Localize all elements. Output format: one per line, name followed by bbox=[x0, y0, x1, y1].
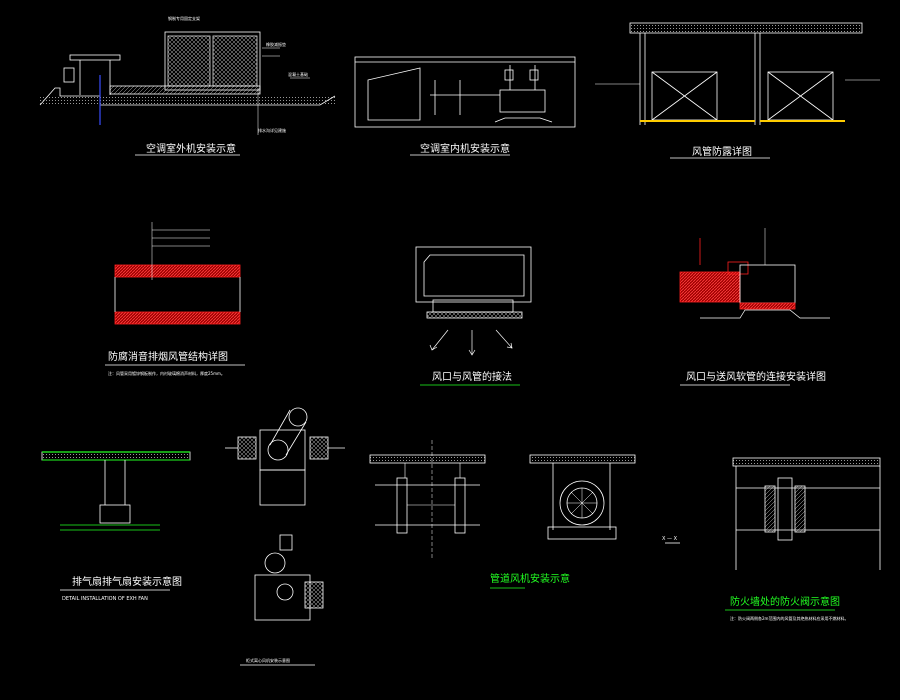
outdoor-callout-c: 排水沟详见建施 bbox=[258, 127, 286, 133]
axial-fan-view bbox=[529, 454, 680, 544]
duct-wall-bottom bbox=[114, 311, 241, 325]
exhaust-fan-box bbox=[99, 504, 131, 524]
diffuser-title: 风口与风管的接法 bbox=[432, 370, 512, 383]
outdoor-canopy bbox=[69, 54, 121, 61]
firedamper-wall bbox=[777, 477, 793, 541]
cabinet-inlet bbox=[237, 436, 257, 460]
indoor-duct-frame bbox=[354, 56, 576, 128]
outdoor-side-box bbox=[63, 67, 75, 83]
louver-ceiling-slab bbox=[629, 22, 863, 34]
firedamper-body-left bbox=[764, 485, 776, 533]
exhaust-ceiling-slab bbox=[41, 451, 191, 461]
flex-duct-title: 风口与送风软管的连接安装详图 bbox=[686, 370, 826, 383]
indoor-unit-box bbox=[499, 89, 546, 113]
outdoor-unit-grill-right bbox=[212, 35, 258, 87]
firedamper-ceiling-slab bbox=[732, 457, 881, 467]
outdoor-unit-grill-left bbox=[167, 35, 211, 87]
fire-damper-title: 防火墙处的防火阀示意图 bbox=[730, 595, 840, 608]
cabinet-motor-pulley bbox=[288, 407, 308, 427]
cabinet-outlet bbox=[309, 436, 329, 460]
firedamper-body-right bbox=[794, 485, 806, 533]
indoor-unit-sketch bbox=[367, 67, 421, 121]
indoor-unit-view bbox=[354, 56, 576, 156]
fire-damper-note: 注：防火阀两侧各2m范围内的风管及其绝热材料应采用不燃材料。 bbox=[730, 615, 848, 621]
diffuser-duct-inner bbox=[423, 254, 525, 297]
outdoor-unit-view bbox=[39, 31, 336, 156]
exhaust-fan-subtitle: DETAIL INSTALLATION OF EXH FAN bbox=[62, 596, 148, 602]
diffuser-face bbox=[426, 311, 523, 319]
axial-fan-housing bbox=[559, 480, 605, 526]
duct-wall-top bbox=[114, 264, 241, 278]
axial-fan-section-label: X — X bbox=[662, 536, 678, 542]
cabinet-fan-upper bbox=[259, 429, 306, 471]
fire-damper-view bbox=[725, 457, 881, 611]
flex-duct-view bbox=[679, 228, 830, 386]
axial-fan-base bbox=[547, 526, 617, 540]
outdoor-foundation-slab bbox=[109, 85, 261, 95]
cabinet-fan-lower-view bbox=[254, 574, 311, 621]
inline-fan-title: 管道风机安装示意 bbox=[490, 572, 570, 585]
exhaust-fan-view bbox=[41, 451, 191, 591]
louver-title: 风管防露详图 bbox=[692, 145, 752, 158]
cabinet-fan-view bbox=[225, 407, 345, 666]
inline-ceiling-slab bbox=[369, 454, 486, 464]
flex-duct-bellows bbox=[679, 271, 741, 303]
inline-flange-left bbox=[396, 477, 408, 534]
diffuser-duct-outer bbox=[415, 246, 532, 303]
duct-section-view bbox=[105, 222, 245, 366]
outdoor-callout-top: 钢制专用固定支架 bbox=[168, 15, 200, 21]
indoor-unit-title: 空调室内机安装示意 bbox=[420, 142, 510, 155]
inline-fan-view bbox=[369, 440, 525, 589]
cabinet-fan-lower bbox=[259, 469, 306, 506]
cabinet-fan-pulley bbox=[267, 439, 289, 461]
outdoor-unit-title: 空调室外机安装示意 bbox=[146, 142, 236, 155]
cabinet-fan-title: 柜式离心风机安装示意图 bbox=[246, 657, 290, 663]
diffuser-view bbox=[415, 246, 532, 386]
duct-section-title: 防腐消音排烟风管结构详图 bbox=[108, 350, 228, 363]
outdoor-callout-b: 混凝土基础 bbox=[288, 71, 308, 77]
duct-section-note: 注：风管采用镀锌钢板制作，内衬玻璃棉消声材料，厚度25mm。 bbox=[108, 370, 225, 376]
exhaust-fan-title: 排气扇排气扇安装示意图 bbox=[72, 575, 182, 588]
outdoor-callout-a: 橡胶减振垫 bbox=[266, 41, 286, 47]
axial-ceiling-slab bbox=[529, 454, 636, 464]
louver-view bbox=[595, 22, 880, 159]
